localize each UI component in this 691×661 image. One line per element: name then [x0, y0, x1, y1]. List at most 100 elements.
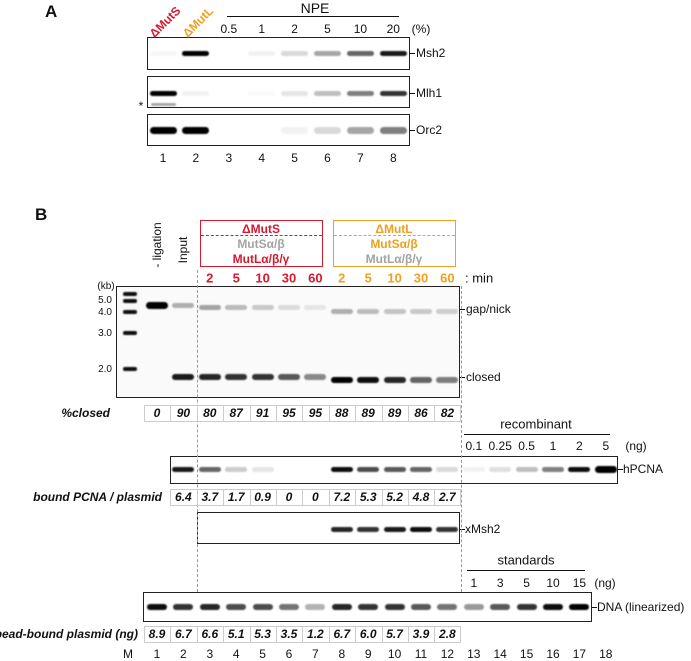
table-cell-divider	[170, 405, 172, 421]
npe-percent-label: 1	[258, 22, 266, 36]
recombinant-ng-value: 2	[576, 439, 583, 453]
time-label-mutL: 5	[364, 270, 372, 286]
table-cell-divider	[460, 626, 462, 642]
lane-number: 17	[572, 647, 587, 661]
mutS-depletion-box	[200, 220, 323, 267]
bead-bound-value: 6.0	[359, 627, 377, 641]
panel-b-label: B	[35, 205, 48, 224]
dna-band	[147, 604, 167, 610]
table-cell-divider	[355, 405, 357, 421]
hpcna-band	[515, 466, 538, 472]
hpcna-band	[436, 466, 459, 472]
standard-ng-value: 10	[546, 576, 560, 590]
dna-band	[384, 604, 405, 610]
gap-nick-band	[225, 304, 248, 310]
gap-nick-label: gap/nick	[466, 302, 511, 316]
ladder-size-label: 2.0	[98, 364, 112, 375]
time-label-mutS: 5	[232, 270, 240, 286]
dna-band	[331, 604, 352, 610]
divider	[334, 235, 455, 236]
closed-band	[330, 377, 353, 383]
bound-pcna-value: 6.4	[175, 490, 192, 504]
gap-nick-band	[198, 304, 221, 310]
ladder-band	[123, 367, 137, 371]
mlh1-band	[248, 91, 275, 96]
xmsh2-band	[436, 526, 459, 532]
gap-nick-band	[146, 301, 168, 309]
msh2-band	[346, 50, 374, 56]
lane-number: 10	[387, 647, 402, 661]
xmsh2-band	[330, 526, 353, 532]
lane-number: 1	[153, 647, 161, 661]
closed-band	[251, 374, 274, 380]
hpcna-band	[594, 465, 617, 473]
table-cell-divider	[434, 626, 436, 642]
mlh1-band	[182, 90, 210, 96]
table-cell-divider	[170, 489, 172, 505]
gap-nick-tick	[460, 309, 465, 310]
gap-nick-band	[330, 308, 353, 314]
closed-band	[383, 377, 406, 383]
table-cell-divider	[460, 405, 462, 421]
gap-nick-band	[357, 308, 380, 314]
npe-percent-label: 10	[353, 22, 368, 36]
table-cell-divider	[223, 626, 225, 642]
bound-pcna-label: bound PCNA / plasmid	[33, 490, 162, 504]
percent-unit: (%)	[411, 22, 431, 36]
recombinant-label: recombinant	[500, 416, 572, 432]
dna-band	[173, 604, 194, 610]
xmsh2-band	[383, 526, 406, 532]
orc2-band	[182, 126, 210, 134]
bead-bound-value: 5.3	[254, 627, 271, 641]
time-label-mutS: 30	[281, 270, 297, 286]
dna-band	[463, 604, 484, 610]
closed-band	[278, 374, 300, 380]
table-cell-divider	[196, 489, 198, 505]
lane-number: 4	[258, 151, 266, 165]
table-cell-divider	[381, 405, 383, 421]
lane-number: 5	[259, 647, 266, 661]
time-label-mutL: 30	[413, 270, 429, 286]
bead-bound-value: 5.1	[227, 627, 245, 641]
standards-bracket-line	[467, 570, 585, 571]
closed-tick	[460, 377, 465, 378]
gap-nick-band	[251, 304, 274, 310]
xmsh2-band	[357, 526, 380, 532]
hpcna-band	[172, 466, 195, 472]
table-cell-divider	[328, 489, 330, 505]
mlh1-nonspecific-band	[150, 102, 176, 106]
closed-band	[198, 374, 221, 380]
orc2-band	[149, 126, 177, 134]
lane-number: 3	[225, 151, 233, 165]
msh2-label: Msh2	[416, 46, 446, 60]
standards-ng-unit: (ng)	[594, 576, 616, 590]
time-unit: : min	[465, 270, 494, 286]
hpcna-band	[357, 466, 380, 472]
table-cell-divider	[249, 626, 251, 642]
closed-value: 95	[308, 406, 323, 420]
dna-tick	[592, 607, 597, 608]
divider	[201, 235, 322, 236]
hpcna-band	[225, 466, 248, 472]
ladder-size-label: 4.0	[98, 307, 112, 318]
closed-value: 80	[203, 406, 217, 420]
lane-number: 9	[364, 647, 372, 661]
recombinant-ng-unit: (ng)	[625, 439, 647, 453]
mutS-line2: MutLα/β/γ	[232, 252, 290, 266]
bound-pcna-value: 5.2	[386, 490, 403, 504]
hpcna-band	[330, 466, 353, 472]
table-cell-divider	[328, 405, 330, 421]
recombinant-ng-value: 1	[549, 439, 557, 453]
closed-value: 88	[335, 406, 349, 420]
bead-bound-value: 3.5	[280, 627, 298, 641]
table-cell-divider	[276, 626, 277, 642]
standards-label: standards	[497, 552, 555, 568]
condition-label: ΔMutS	[146, 3, 184, 41]
closed-band	[304, 374, 327, 380]
xmsh2-band	[410, 526, 432, 532]
agarose-gel	[116, 286, 460, 398]
table-cell-divider	[355, 626, 357, 642]
npe-percent-label: 5	[324, 22, 331, 36]
closed-value: 95	[282, 406, 296, 420]
bead-bound-value: 5.7	[386, 627, 403, 641]
